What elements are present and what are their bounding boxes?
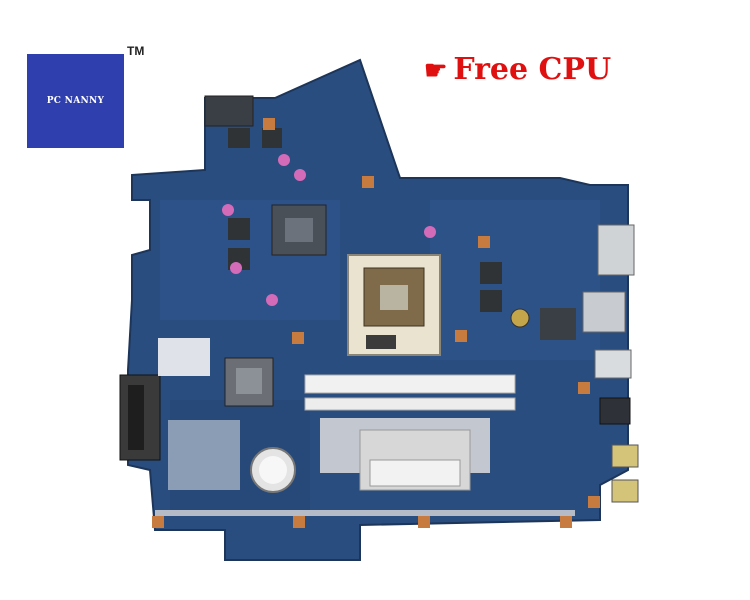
brand-logo: PC NANNY <box>27 54 124 148</box>
hdmi-port <box>599 397 631 425</box>
coil <box>228 218 250 240</box>
audio-jack <box>611 444 639 468</box>
promo-text: Free CPU <box>453 52 612 87</box>
promo-banner: ☛Free CPU <box>424 52 611 87</box>
power-connector <box>204 95 254 127</box>
vga-port <box>597 224 635 276</box>
trademark-mark: TM <box>127 44 145 58</box>
ram-slot <box>304 374 516 394</box>
usb-port <box>594 349 632 379</box>
pointing-hand-icon: ☛ <box>424 56 448 86</box>
ethernet-port <box>582 291 626 333</box>
brand-logo-text: PC NANNY <box>46 96 105 106</box>
audio-jack <box>611 479 639 503</box>
